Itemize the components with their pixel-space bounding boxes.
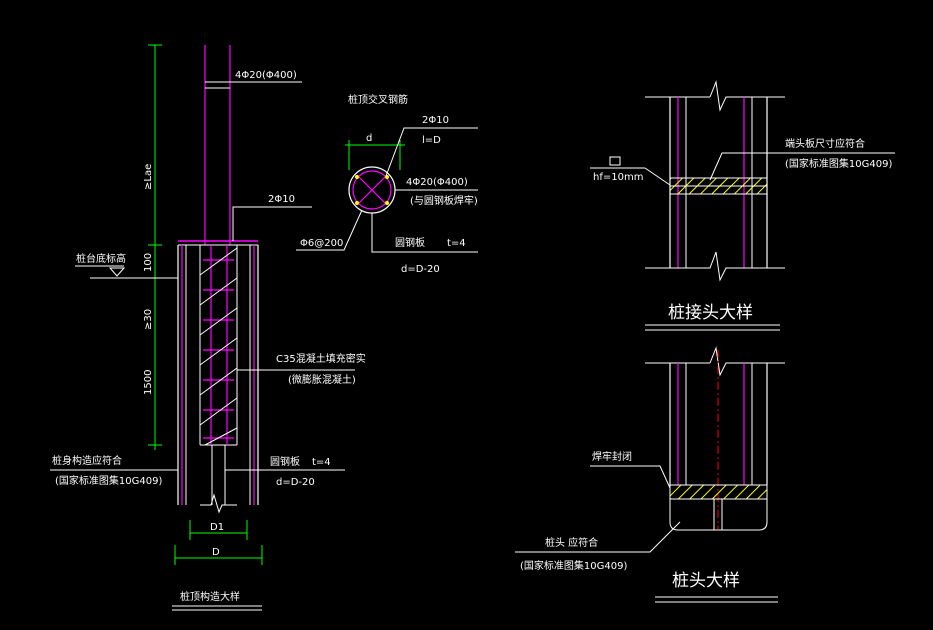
cross-2phi10: 2Φ10: [422, 115, 449, 126]
joint-title: 桩接头大样: [668, 303, 753, 323]
elevation-marker: [108, 267, 126, 277]
stirrups: [203, 259, 234, 439]
head-title: 桩头大样: [672, 571, 740, 591]
cross-weld-note: (与圆钢板焊牢): [410, 194, 478, 207]
head-note-sub: (国家标准图集10G409): [520, 559, 627, 572]
pile-top-detail: 4Φ20(Φ400) 2Φ10: [50, 44, 366, 611]
dim-lae: ≥Lae: [143, 164, 154, 190]
plate-d: d=D-20: [276, 477, 315, 488]
dim-d1: D1: [210, 522, 224, 533]
main-rebar-label: 4Φ20(Φ400): [235, 70, 297, 81]
tie-bar-label: 2Φ10: [268, 194, 295, 205]
endplate-note: 端头板尺寸应符合: [785, 137, 865, 150]
cross-l: l=D: [422, 135, 441, 146]
dim-100: 100: [143, 253, 154, 272]
fill-note-sub: (微膨胀混凝土): [288, 373, 356, 386]
cross-4phi20: 4Φ20(Φ400): [406, 177, 468, 188]
cross-rebar-detail: 桩顶交叉钢筋 d 2Φ10 l=D 4Φ20(Φ400) (与圆钢板焊牢) Φ6…: [296, 93, 478, 275]
dim-30: ≥30: [143, 309, 154, 330]
head-note: 桩头 应符合: [545, 536, 598, 549]
cap-bottom-label: 桩台底标高: [76, 252, 126, 265]
cross-dim-d: d: [366, 133, 372, 144]
cross-rebar-title: 桩顶交叉钢筋: [348, 93, 408, 106]
dim-1500: 1500: [143, 370, 154, 395]
cross-stirrup: Φ6@200: [300, 238, 343, 249]
weld-seal-note: 焊牢封闭: [592, 450, 632, 463]
body-note-sub: (国家标准图集10G409): [55, 474, 162, 487]
pile-joint-detail: 端头板尺寸应符合 (国家标准图集10G409) hf=10mm 桩接头大样: [590, 80, 895, 331]
cross-plate-label: 圆钢板: [395, 236, 425, 249]
pile-circle-inner: [352, 170, 392, 210]
weld-symbol-icon: [609, 156, 621, 166]
plate-t: t=4: [312, 457, 331, 468]
pile-head-detail: 焊牢封闭 桩头 应符合 (国家标准图集10G409) 桩头大样: [515, 346, 785, 603]
weld-size: hf=10mm: [593, 172, 643, 183]
body-note: 桩身构造应符合: [52, 454, 122, 467]
cross-plate-d: d=D-20: [401, 264, 440, 275]
cross-plate-t: t=4: [447, 238, 466, 249]
endplate-note-sub: (国家标准图集10G409): [785, 157, 892, 170]
head-end-plate: [669, 484, 768, 500]
fill-note: C35混凝土填充密实: [276, 352, 366, 365]
dim-d: D: [212, 547, 220, 558]
detail-title-left: 桩顶构造大样: [180, 590, 240, 603]
plate-label: 圆钢板: [270, 455, 300, 468]
